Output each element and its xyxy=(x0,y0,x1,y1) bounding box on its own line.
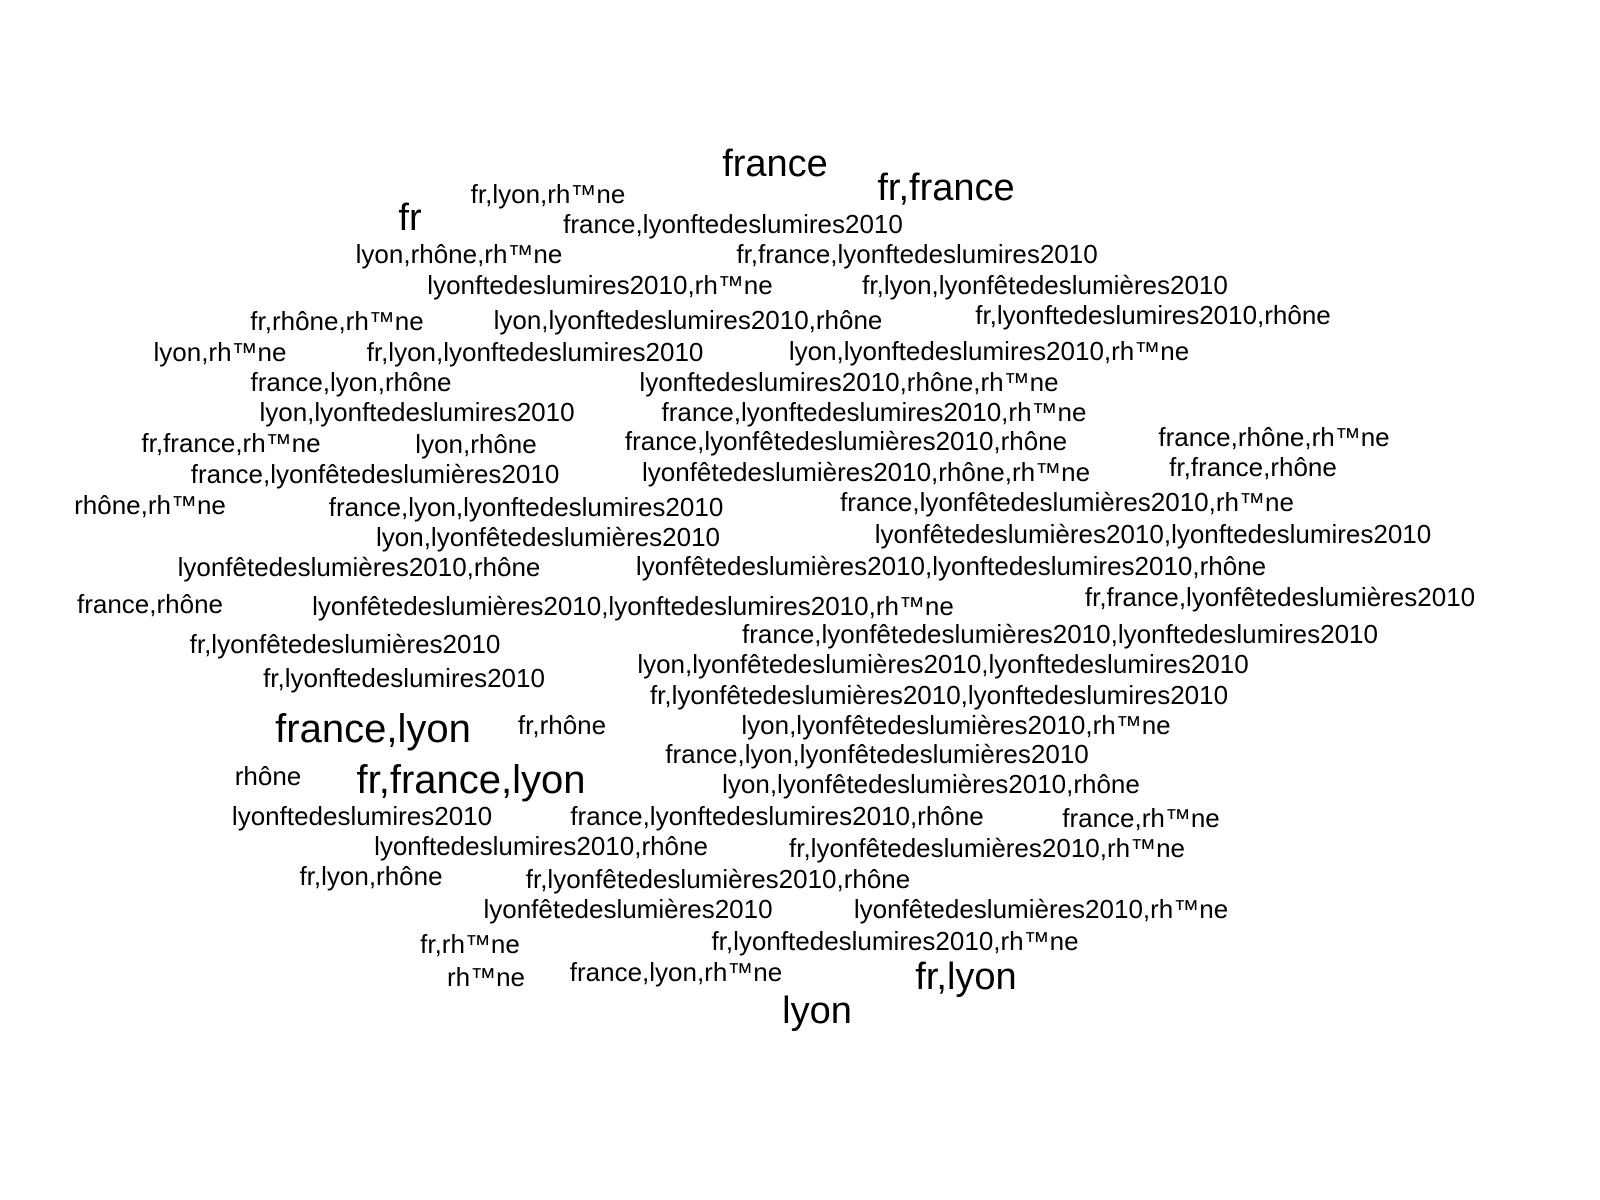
word-lyon-lyonftedeslumires2010: lyon,lyonftedeslumires2010 xyxy=(259,397,575,427)
word-france-lyonftedeslumires2010-rhone: france,lyonftedeslumires2010,rhône xyxy=(570,801,984,831)
word-lyon-lyonfetedeslumieres2010: lyon,lyonfêtedeslumières2010 xyxy=(376,522,720,552)
word-france-lyonfetedeslumieres2010: france,lyonfêtedeslumières2010 xyxy=(190,459,560,489)
word-lyon-lyonfetedeslumieres2010-rhtmne: lyon,lyonfêtedeslumières2010,rh™ne xyxy=(741,710,1171,740)
word-lyonftedeslumires2010-rhtmne: lyonftedeslumires2010,rh™ne xyxy=(427,270,773,300)
word-france-lyon-lyonftedeslumires2010: france,lyon,lyonftedeslumires2010 xyxy=(328,492,724,522)
word-fr-france-lyonfetedeslumieres2010: fr,france,lyonfêtedeslumières2010 xyxy=(1084,582,1476,612)
word-france-lyon: france,lyon xyxy=(275,707,471,751)
word-lyon-rhone: lyon,rhône xyxy=(415,429,537,459)
word-france-lyonftedeslumires2010-rhtmne: france,lyonftedeslumires2010,rh™ne xyxy=(661,397,1087,427)
word-fr-france-lyon: fr,france,lyon xyxy=(356,758,586,802)
word-fr-lyonfetedeslumieres2010-rhone: fr,lyonfêtedeslumières2010,rhône xyxy=(525,864,911,894)
word-france-rhone-rhtmne: france,rhône,rh™ne xyxy=(1158,422,1390,452)
word-lyonfetedeslumieres2010: lyonfêtedeslumières2010 xyxy=(483,894,773,924)
word-france-lyonfetedeslumieres2010-lyonftedeslumires2010: france,lyonfêtedeslumières2010,lyonftede… xyxy=(742,619,1378,649)
word-lyon: lyon xyxy=(782,990,852,1032)
word-lyon-rhone-rhtmne: lyon,rhône,rh™ne xyxy=(355,239,563,269)
word-fr-france-lyonftedeslumires2010: fr,france,lyonftedeslumires2010 xyxy=(736,239,1098,269)
word-lyonfetedeslumieres2010-rhtmne: lyonfêtedeslumières2010,rh™ne xyxy=(853,894,1229,924)
word-rhone: rhône xyxy=(234,761,302,791)
word-lyonfetedeslumieres2010-lyonftedeslumires2010: lyonfêtedeslumières2010,lyonftedeslumire… xyxy=(874,519,1432,549)
word-fr-france-rhtmne: fr,france,rh™ne xyxy=(141,428,321,458)
word-fr-lyonfetedeslumieres2010: fr,lyonfêtedeslumières2010 xyxy=(189,629,501,659)
word-lyon-lyonftedeslumires2010-rhone: lyon,lyonftedeslumires2010,rhône xyxy=(493,305,883,335)
word-fr-france: fr,france xyxy=(877,167,1015,209)
word-fr-lyon-lyonftedeslumires2010: fr,lyon,lyonftedeslumires2010 xyxy=(366,337,704,367)
word-france: france xyxy=(722,143,828,185)
word-lyonfetedeslumieres2010-rhone: lyonfêtedeslumières2010,rhône xyxy=(177,552,541,582)
word-france-lyonfetedeslumieres2010-rhtmne: france,lyonfêtedeslumières2010,rh™ne xyxy=(840,487,1294,517)
word-france-lyonftedeslumires2010: france,lyonftedeslumires2010 xyxy=(563,209,903,239)
word-fr-lyonfetedeslumieres2010-rhtmne: fr,lyonfêtedeslumières2010,rh™ne xyxy=(788,833,1186,863)
word-france-lyon-rhone: france,lyon,rhône xyxy=(250,367,452,397)
word-fr-rhone: fr,rhône xyxy=(517,710,607,740)
word-fr-lyonftedeslumires2010-rhtmne: fr,lyonftedeslumires2010,rh™ne xyxy=(711,926,1079,956)
word-fr-lyonftedeslumires2010-rhone: fr,lyonftedeslumires2010,rhône xyxy=(975,300,1331,330)
word-france-lyon-rhtmne: france,lyon,rh™ne xyxy=(569,957,783,987)
word-fr-rhtmne: fr,rh™ne xyxy=(420,929,520,959)
word-fr-lyonftedeslumires2010: fr,lyonftedeslumires2010 xyxy=(263,663,545,693)
word-fr-france-rhone: fr,france,rhône xyxy=(1169,452,1337,482)
word-fr-lyon-rhtmne: fr,lyon,rh™ne xyxy=(470,179,626,209)
word-lyonftedeslumires2010: lyonftedeslumires2010 xyxy=(231,801,493,831)
word-lyon-lyonfetedeslumieres2010-lyonftedeslumires2010: lyon,lyonfêtedeslumières2010,lyonftedesl… xyxy=(637,649,1249,679)
word-fr-lyon-lyonfetedeslumieres2010: fr,lyon,lyonfêtedeslumières2010 xyxy=(862,270,1228,300)
word-rhtmne: rh™ne xyxy=(446,962,526,992)
word-france-lyonfetedeslumieres2010-rhone: france,lyonfêtedeslumières2010,rhône xyxy=(624,426,1068,456)
word-france-rhone: france,rhône xyxy=(77,589,223,619)
word-fr: fr xyxy=(398,197,422,239)
word-rhone-rhtmne: rhône,rh™ne xyxy=(74,490,226,520)
word-fr-lyon: fr,lyon xyxy=(915,956,1017,998)
word-lyon-lyonftedeslumires2010-rhtmne: lyon,lyonftedeslumires2010,rh™ne xyxy=(788,336,1190,366)
word-fr-lyonfetedeslumieres2010-lyonftedeslumires2010: fr,lyonfêtedeslumières2010,lyonftedeslum… xyxy=(649,680,1229,710)
word-lyonfetedeslumieres2010-lyonftedeslumires2010-rhtmne: lyonfêtedeslumières2010,lyonftedeslumire… xyxy=(312,591,954,621)
word-lyonftedeslumires2010-rhone: lyonftedeslumires2010,rhône xyxy=(374,831,708,861)
word-lyonfetedeslumieres2010-rhone-rhtmne: lyonfêtedeslumières2010,rhône,rh™ne xyxy=(641,457,1091,487)
word-fr-lyon-rhone: fr,lyon,rhône xyxy=(299,861,443,891)
word-france-rhtmne: france,rh™ne xyxy=(1062,803,1220,833)
word-lyon-lyonfetedeslumieres2010-rhone: lyon,lyonfêtedeslumières2010,rhône xyxy=(722,769,1140,799)
word-fr-rhone-rhtmne: fr,rhône,rh™ne xyxy=(250,306,424,336)
word-lyon-rhtmne: lyon,rh™ne xyxy=(153,337,287,367)
word-lyonfetedeslumieres2010-lyonftedeslumires2010-rhone: lyonfêtedeslumières2010,lyonftedeslumire… xyxy=(635,551,1267,581)
word-lyonftedeslumires2010-rhone-rhtmne: lyonftedeslumires2010,rhône,rh™ne xyxy=(639,367,1059,397)
word-france-lyon-lyonfetedeslumieres2010: france,lyon,lyonfêtedeslumières2010 xyxy=(665,739,1089,769)
